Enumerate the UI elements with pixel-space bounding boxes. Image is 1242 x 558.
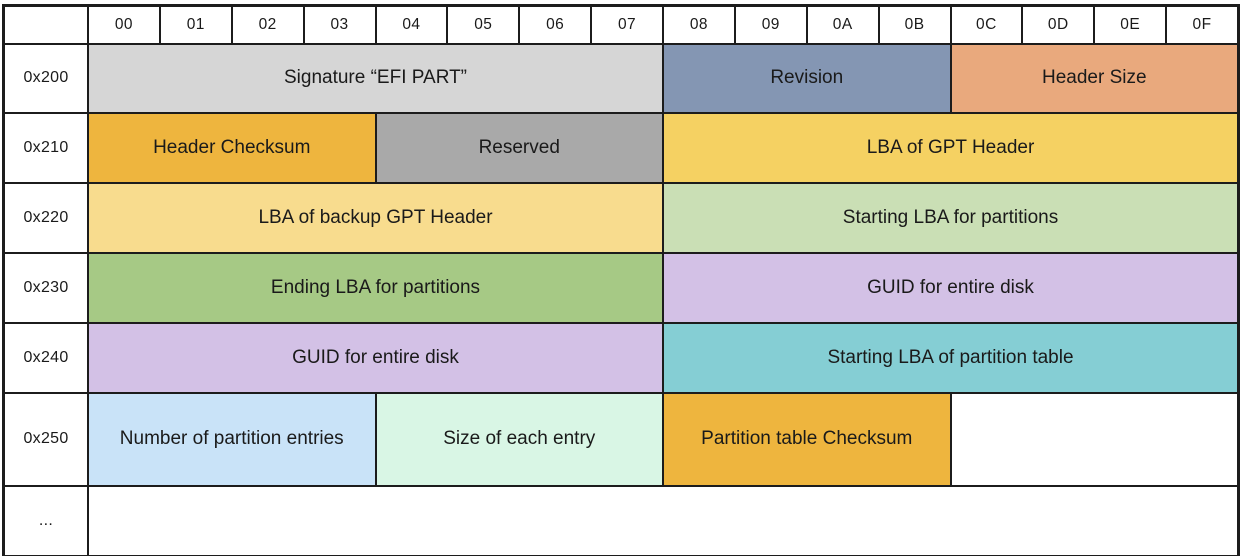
field-cell: GUID for entire disk <box>663 253 1238 323</box>
byte-column-header: 01 <box>159 6 232 44</box>
byte-column-header: 05 <box>447 6 520 44</box>
byte-column-header: 00 <box>88 6 160 44</box>
byte-column-header: 0C <box>950 6 1023 44</box>
byte-column-header: 09 <box>734 6 807 44</box>
offset-label: 0x200 <box>4 44 88 113</box>
field-cell: Revision <box>663 44 951 113</box>
field-cell <box>88 486 1238 556</box>
offset-label: 0x250 <box>4 393 88 486</box>
field-cell: Starting LBA for partitions <box>663 183 1238 253</box>
byte-column-header: 08 <box>663 6 735 44</box>
field-cell: Signature “EFI PART” <box>88 44 663 113</box>
field-cell: LBA of backup GPT Header <box>88 183 663 253</box>
offset-label: 0x240 <box>4 323 88 393</box>
byte-column-header: 02 <box>231 6 304 44</box>
field-cell: Size of each entry <box>375 393 663 486</box>
byte-column-header: 0F <box>1166 6 1238 44</box>
corner-cell <box>4 6 88 44</box>
byte-column-header: 04 <box>375 6 448 44</box>
byte-column-header: 07 <box>591 6 663 44</box>
offset-label: 0x230 <box>4 253 88 323</box>
field-cell: Number of partition entries <box>88 393 376 486</box>
field-cell: Header Checksum <box>88 113 376 183</box>
field-cell: Partition table Checksum <box>663 393 951 486</box>
field-cell: GUID for entire disk <box>88 323 663 393</box>
byte-column-header: 0B <box>878 6 951 44</box>
field-cell: Starting LBA of partition table <box>663 323 1238 393</box>
byte-column-header: 06 <box>519 6 592 44</box>
byte-column-header: 0D <box>1022 6 1095 44</box>
field-cell <box>950 393 1238 486</box>
offset-label: 0x220 <box>4 183 88 253</box>
field-cell: Header Size <box>950 44 1238 113</box>
byte-column-header: 0E <box>1094 6 1167 44</box>
field-cell: LBA of GPT Header <box>663 113 1238 183</box>
byte-column-header: 03 <box>303 6 376 44</box>
field-cell: Ending LBA for partitions <box>88 253 663 323</box>
byte-column-header: 0A <box>806 6 879 44</box>
offset-label: ... <box>4 486 88 556</box>
offset-label: 0x210 <box>4 113 88 183</box>
field-cell: Reserved <box>375 113 663 183</box>
